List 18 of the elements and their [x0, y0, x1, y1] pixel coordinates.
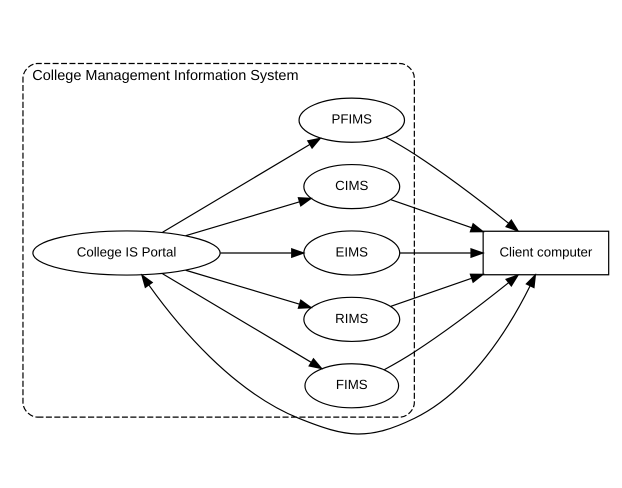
- node-ellipse: RIMS: [303, 296, 400, 342]
- arrow: [162, 273, 324, 370]
- arrow: [162, 137, 322, 233]
- node-ellipse: PFIMS: [298, 98, 406, 143]
- arrow: [186, 197, 313, 236]
- arrow: [220, 248, 306, 258]
- arrow: [140, 273, 536, 435]
- node-box: Client computer: [482, 230, 610, 276]
- arrow: [390, 199, 485, 232]
- arrow: [186, 270, 313, 309]
- node-ellipse: CIMS: [303, 164, 400, 210]
- node-ellipse: College IS Portal: [32, 230, 221, 276]
- node-ellipse: EIMS: [303, 230, 400, 276]
- arrow: [386, 136, 520, 232]
- arrow: [390, 274, 485, 307]
- node-ellipse: FIMS: [304, 363, 400, 408]
- arrow: [400, 248, 485, 258]
- arrow: [384, 274, 520, 370]
